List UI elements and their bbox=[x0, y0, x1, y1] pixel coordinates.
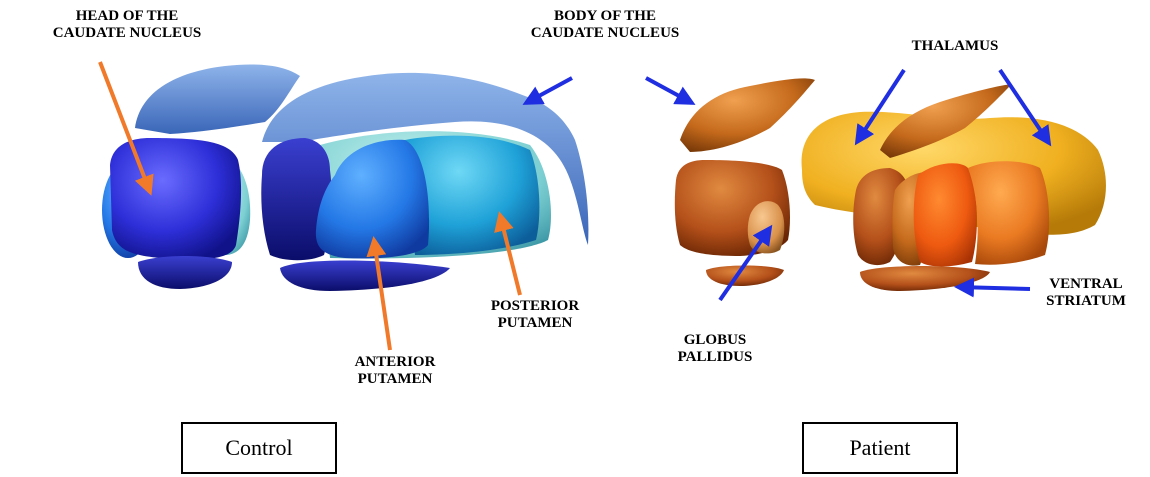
control-group-label: Control bbox=[225, 435, 292, 461]
label-ventral-striatum: VENTRAL STRIATUM bbox=[1024, 276, 1148, 310]
patient-left-caudate-body bbox=[680, 78, 815, 152]
arrow-body-caudate-patient bbox=[646, 78, 692, 103]
control-group-box: Control bbox=[181, 422, 337, 474]
patient-right-posterior-putamen bbox=[968, 161, 1049, 264]
control-left-ventral-striatum bbox=[138, 256, 232, 289]
patient-brain bbox=[675, 78, 1106, 291]
label-thalamus: THALAMUS bbox=[880, 38, 1030, 55]
control-brain bbox=[102, 64, 588, 291]
control-left-caudate-head bbox=[110, 138, 241, 259]
label-anterior-putamen: ANTERIOR PUTAMEN bbox=[320, 354, 470, 388]
arrow-ventral-striatum bbox=[958, 287, 1030, 289]
patient-right-anterior-putamen bbox=[914, 163, 977, 266]
arrow-body-caudate-control bbox=[526, 78, 572, 103]
label-body-caudate: BODY OF THE CAUDATE NUCLEUS bbox=[500, 8, 710, 42]
patient-left-ventral-striatum bbox=[706, 266, 784, 287]
patient-group-label: Patient bbox=[849, 435, 910, 461]
label-globus-pallidus: GLOBUS PALLIDUS bbox=[640, 332, 790, 366]
control-right-ventral-striatum bbox=[280, 261, 450, 292]
patient-group-box: Patient bbox=[802, 422, 958, 474]
label-head-caudate: HEAD OF THE CAUDATE NUCLEUS bbox=[22, 8, 232, 42]
label-posterior-putamen: POSTERIOR PUTAMEN bbox=[460, 298, 610, 332]
